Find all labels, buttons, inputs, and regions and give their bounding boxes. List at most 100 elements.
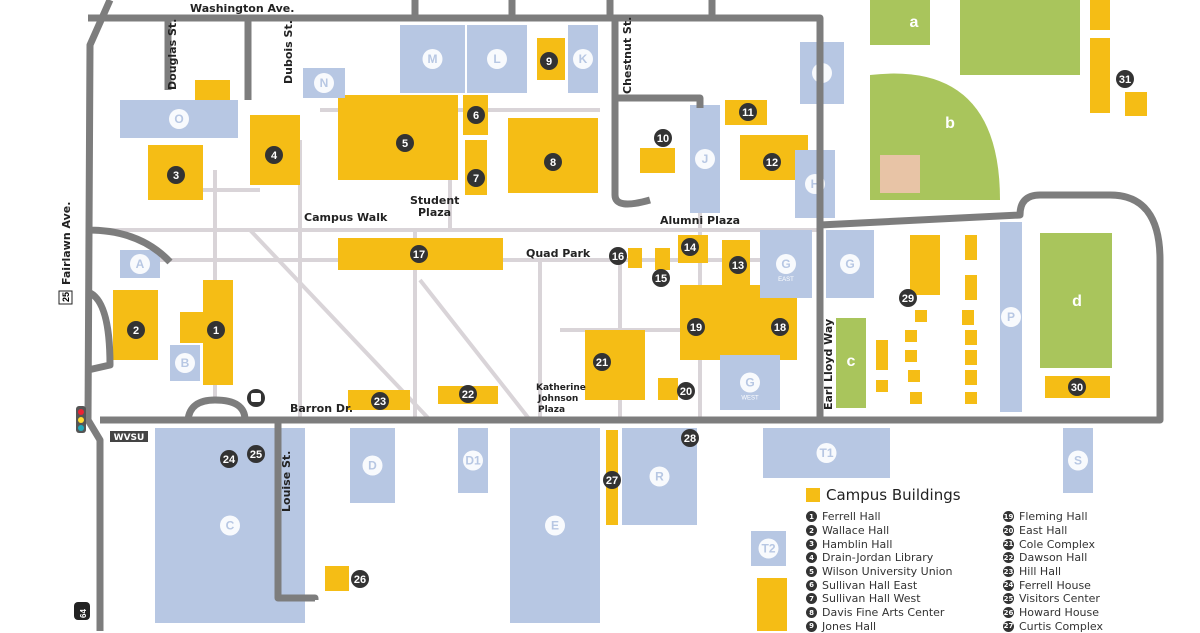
legend-number: 7	[806, 593, 817, 604]
legend-number: 8	[806, 607, 817, 618]
building-number-7[interactable]: 7	[473, 173, 479, 185]
building	[628, 248, 642, 268]
legend-number: 23	[1003, 566, 1014, 577]
parking-letter: M	[428, 52, 438, 66]
building-number-17[interactable]: 17	[413, 249, 425, 261]
building-number-16[interactable]: 16	[612, 251, 624, 263]
parking-letter: N	[320, 76, 329, 90]
legend-number: 4	[806, 552, 817, 563]
parking-letter: D1	[465, 454, 481, 468]
parking-letter: T1	[819, 446, 833, 460]
building-number-18[interactable]: 18	[774, 322, 786, 334]
building-number-30[interactable]: 30	[1071, 382, 1083, 394]
building-number-9[interactable]: 9	[546, 56, 552, 68]
building	[965, 275, 977, 300]
building-number-8[interactable]: 8	[550, 157, 556, 169]
building	[655, 248, 670, 270]
legend-item: 8 Davis Fine Arts Center	[806, 606, 1003, 620]
building-number-22[interactable]: 22	[462, 389, 474, 401]
building-number-27[interactable]: 27	[606, 475, 618, 487]
legend-building-name: Dawson Hall	[1019, 551, 1087, 564]
building-number-31[interactable]: 31	[1119, 74, 1131, 86]
building-number-6[interactable]: 6	[473, 110, 479, 122]
parking-letter: P	[1007, 310, 1015, 324]
building-number-5[interactable]: 5	[402, 138, 408, 150]
legend-building-name: Davis Fine Arts Center	[822, 606, 944, 619]
building	[1090, 0, 1110, 30]
parking-sublabel: EAST	[778, 277, 794, 283]
building-number-4[interactable]: 4	[271, 150, 278, 162]
street-louise-st: Louise St.	[280, 451, 293, 512]
parking-letter: J	[702, 152, 709, 166]
building	[1125, 92, 1147, 116]
building	[965, 370, 977, 385]
field-label-d: d	[1072, 293, 1082, 310]
building-number-29[interactable]: 29	[902, 293, 914, 305]
legend-number: 2	[806, 525, 817, 536]
building-number-21[interactable]: 21	[596, 357, 608, 369]
legend-building-name: Howard House	[1019, 606, 1099, 619]
legend-number: 1	[806, 511, 817, 522]
legend-building-name: Cole Complex	[1019, 538, 1095, 551]
building	[910, 235, 940, 295]
legend-number: 25	[1003, 593, 1014, 604]
parking-letter: T2	[761, 542, 775, 556]
building	[876, 380, 888, 392]
building-number-3[interactable]: 3	[173, 170, 179, 182]
legend-building-name: Sullivan Hall West	[822, 592, 921, 605]
legend-number: 3	[806, 539, 817, 550]
building-number-1[interactable]: 1	[213, 325, 219, 337]
building-number-11[interactable]: 11	[742, 107, 754, 119]
legend-building-name: East Hall	[1019, 524, 1067, 537]
street-barron-dr: Barron Dr.	[290, 402, 353, 415]
svg-text:64: 64	[79, 609, 88, 618]
place-student-plaza-2: Plaza	[418, 206, 451, 219]
building	[965, 350, 977, 365]
building-number-14[interactable]: 14	[684, 242, 697, 254]
parking-letter: G	[781, 257, 790, 271]
building-number-26[interactable]: 26	[354, 574, 366, 586]
legend-building-name: Sullivan Hall East	[822, 579, 917, 592]
parking-letter: R	[655, 470, 664, 484]
building-number-2[interactable]: 2	[133, 325, 139, 337]
building-number-12[interactable]: 12	[766, 157, 778, 169]
practice-field	[960, 0, 1080, 75]
field-label-a: a	[910, 14, 919, 31]
legend-building-name: Fleming Hall	[1019, 510, 1088, 523]
place-campus-walk: Campus Walk	[304, 211, 388, 224]
legend-building-name: Ferrell Hall	[822, 510, 881, 523]
legend-number: 19	[1003, 511, 1014, 522]
field-a	[870, 0, 930, 45]
building-number-28[interactable]: 28	[684, 433, 696, 445]
legend-number: 24	[1003, 580, 1014, 591]
legend-building-name: Hill Hall	[1019, 565, 1061, 578]
parking-letter: D	[368, 459, 377, 473]
building-number-24[interactable]: 24	[223, 454, 236, 466]
building	[1090, 38, 1110, 113]
legend-building-name: Wilson University Union	[822, 565, 952, 578]
legend-title: Campus Buildings	[806, 486, 1200, 504]
street-earl-lloyd-way: Earl Lloyd Way	[822, 319, 835, 410]
building-number-25[interactable]: 25	[250, 449, 262, 461]
building	[180, 312, 203, 343]
building-number-23[interactable]: 23	[374, 396, 386, 408]
legend-building-name: Drain-Jordan Library	[822, 551, 933, 564]
building-number-15[interactable]: 15	[655, 273, 667, 285]
building-number-13[interactable]: 13	[732, 260, 744, 272]
building-number-10[interactable]: 10	[657, 133, 669, 145]
bus-stop-icon	[247, 389, 265, 407]
traffic-light-icon	[76, 406, 86, 433]
field-label-b: b	[945, 115, 955, 132]
building	[757, 578, 787, 631]
parking-letter: O	[174, 112, 183, 126]
parking-letter: A	[136, 257, 145, 271]
building-number-19[interactable]: 19	[690, 322, 702, 334]
street-douglas-st: Douglas St.	[166, 19, 179, 90]
building-number-20[interactable]: 20	[680, 386, 692, 398]
